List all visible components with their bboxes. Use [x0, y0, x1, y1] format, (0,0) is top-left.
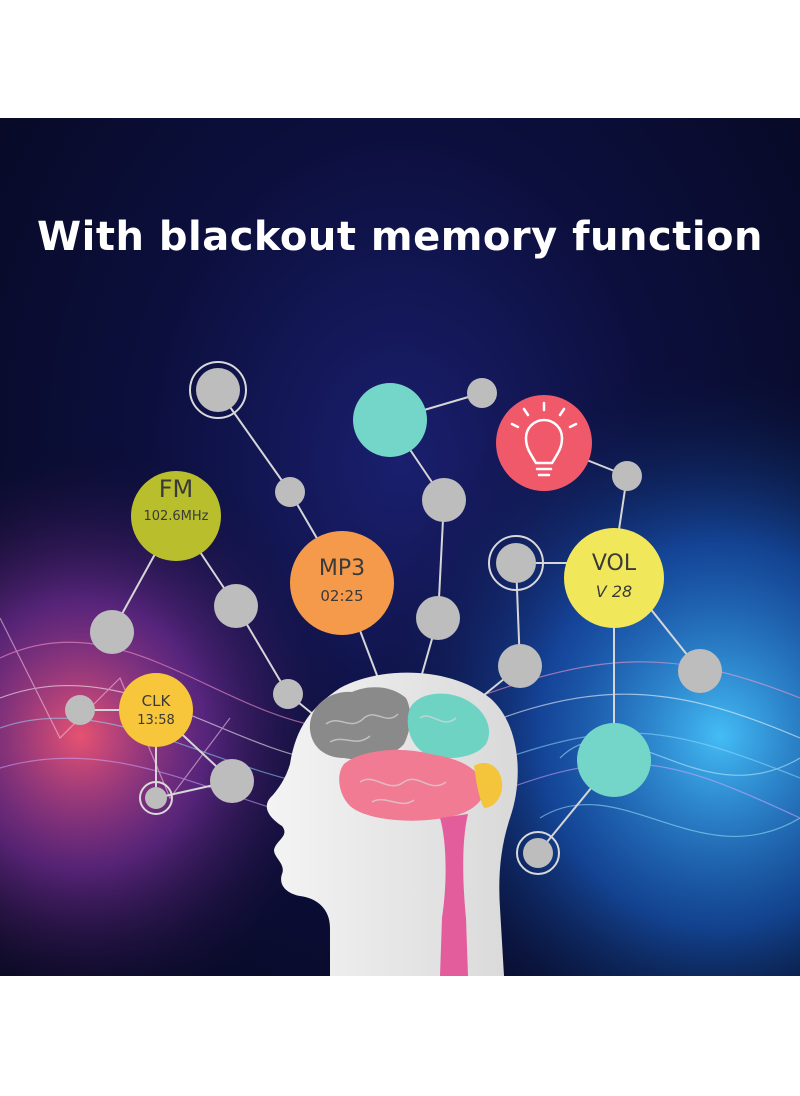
brain-illustration [309, 687, 503, 976]
mp3-node-circle [290, 531, 394, 635]
vol-node-circle [564, 528, 664, 628]
teal-node-top [353, 383, 427, 457]
lamp-node [496, 395, 592, 491]
fm-title: FM [158, 475, 194, 503]
vol-node: VOL V 28 [564, 551, 664, 601]
lightbulb-icon [510, 401, 578, 477]
mp3-value: 02:25 [320, 587, 364, 605]
vol-title: VOL [591, 551, 637, 576]
clk-node-circle [119, 673, 193, 747]
background-scene [0, 118, 800, 976]
grey-nodes [65, 361, 722, 875]
fm-node-circle [131, 471, 221, 561]
clk-node: CLK 13:58 [119, 692, 193, 728]
teal-node-right [577, 723, 651, 797]
fm-value: 102.6MHz [143, 509, 209, 524]
mp3-node: MP3 02:25 [290, 556, 394, 605]
mp3-title: MP3 [318, 556, 366, 581]
headline: With blackout memory function [37, 214, 763, 260]
vol-value: V 28 [595, 582, 633, 601]
banner-scene: With blackout memory function FM 102.6MH… [0, 118, 800, 976]
fm-node: FM 102.6MHz [131, 475, 221, 524]
clk-value: 13:58 [137, 713, 175, 728]
clk-title: CLK [141, 692, 171, 710]
